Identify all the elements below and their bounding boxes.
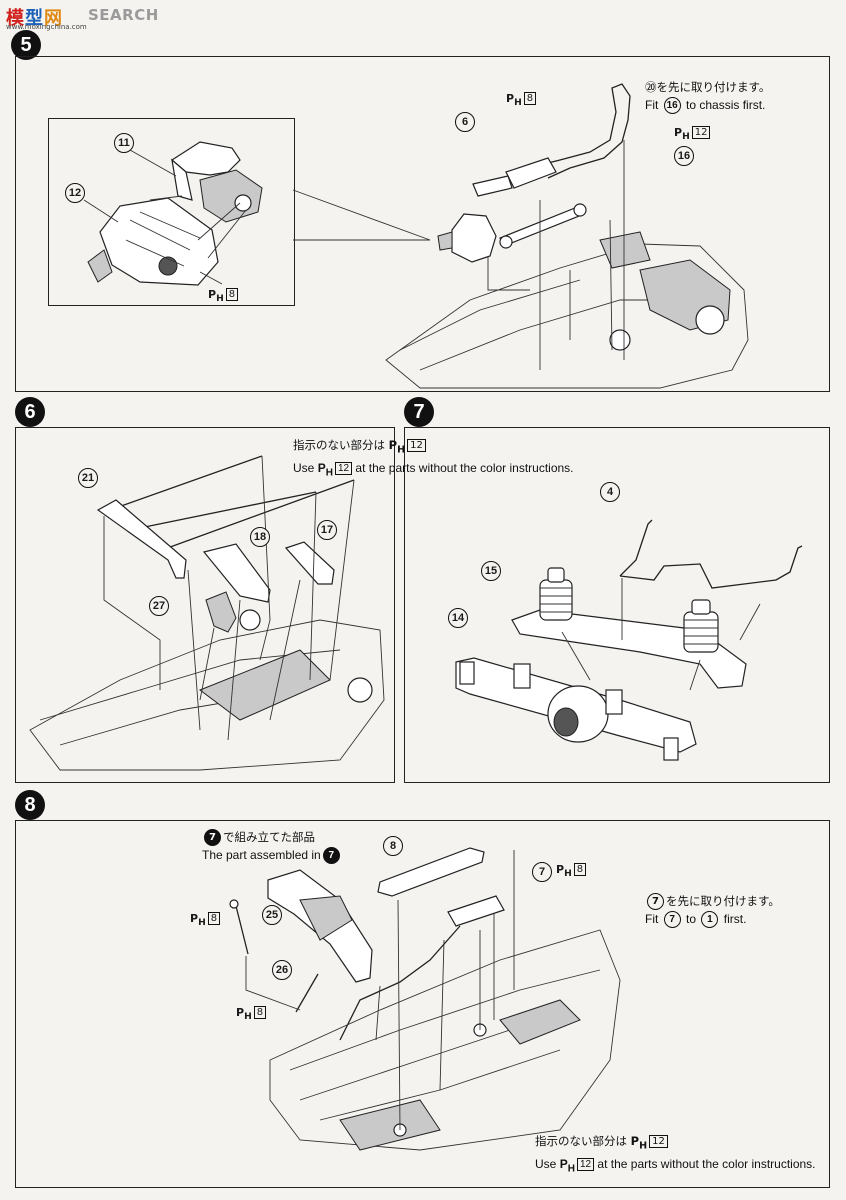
- step-5-note-jp: ⑳を先に取り付けます。: [645, 80, 771, 94]
- callout-part-21: 21: [78, 468, 98, 488]
- step-8-number: 8: [15, 790, 45, 820]
- step-7-panel: [404, 427, 830, 783]
- chassis-step-5-drawing: [385, 231, 749, 389]
- step-5-note-en: Fit 16 to chassis first.: [645, 96, 770, 115]
- callout-part-14: 14: [448, 608, 468, 628]
- watermark-logo: 模型网: [6, 8, 63, 29]
- step-5-panel: [15, 56, 830, 392]
- part-14-axle-drawing: [455, 657, 697, 761]
- part-12-transfer-case-drawing: [87, 197, 219, 286]
- part-17-drawing: [284, 541, 335, 585]
- callout-part-25: 25: [262, 905, 282, 925]
- step-8-fit-en: Fit 7 to 1 first.: [645, 910, 780, 929]
- callout-part-7: 7: [532, 862, 552, 882]
- part-11-shroud-drawing: [170, 141, 263, 223]
- callout-part-4: 4: [600, 482, 620, 502]
- step-7-number: 7: [404, 397, 434, 427]
- callout-part-11: 11: [114, 133, 134, 153]
- part-7-muffler-drawing: [447, 895, 505, 927]
- chassis-step-8-drawing: [269, 929, 621, 1151]
- callout-part-6: 6: [455, 112, 475, 132]
- step-8-panel: [15, 820, 830, 1188]
- watermark: 模型网 SEARCH www.moxingchina.com: [0, 0, 240, 34]
- watermark-search-text: SEARCH: [88, 6, 159, 24]
- part-27-drawing: [205, 591, 237, 633]
- part-6-exhaust-drawing: [472, 83, 631, 197]
- step-5-number: 5: [11, 30, 41, 60]
- chassis-step-6-drawing: [29, 609, 385, 771]
- step-8-parts-drawing: [229, 847, 505, 1041]
- part-4-stabilizer-drawing: [619, 519, 803, 589]
- step-7-parts-drawing: [455, 519, 803, 761]
- part-18-drawing: [202, 543, 271, 603]
- transfer-assembly-main-drawing: [437, 213, 497, 263]
- step-6-panel: [15, 427, 395, 783]
- inset-pointer-lines: [292, 189, 431, 241]
- callout-part-16: 16: [674, 146, 694, 166]
- callout-part-8: 8: [383, 836, 403, 856]
- callout-part-18: 18: [250, 527, 270, 547]
- part-21-drawing: [96, 499, 187, 579]
- callout-part-17: 17: [317, 520, 337, 540]
- part-16-driveshaft-drawing: [499, 203, 587, 249]
- watermark-url: www.moxingchina.com: [6, 23, 87, 31]
- callout-part-26: 26: [272, 960, 292, 980]
- step-6-number: 6: [15, 397, 45, 427]
- step-5-note: ⑳を先に取り付けます。 Fit 16 to chassis first.: [645, 78, 771, 115]
- part-8-driveshaft-drawing: [377, 847, 485, 897]
- callout-part-27: 27: [149, 596, 169, 616]
- step-5-detail-inset: [48, 118, 295, 306]
- part-15-spring-drawing: [539, 567, 719, 653]
- callout-part-15: 15: [481, 561, 501, 581]
- callout-part-12: 12: [65, 183, 85, 203]
- step-6-parts-drawing: [96, 455, 355, 633]
